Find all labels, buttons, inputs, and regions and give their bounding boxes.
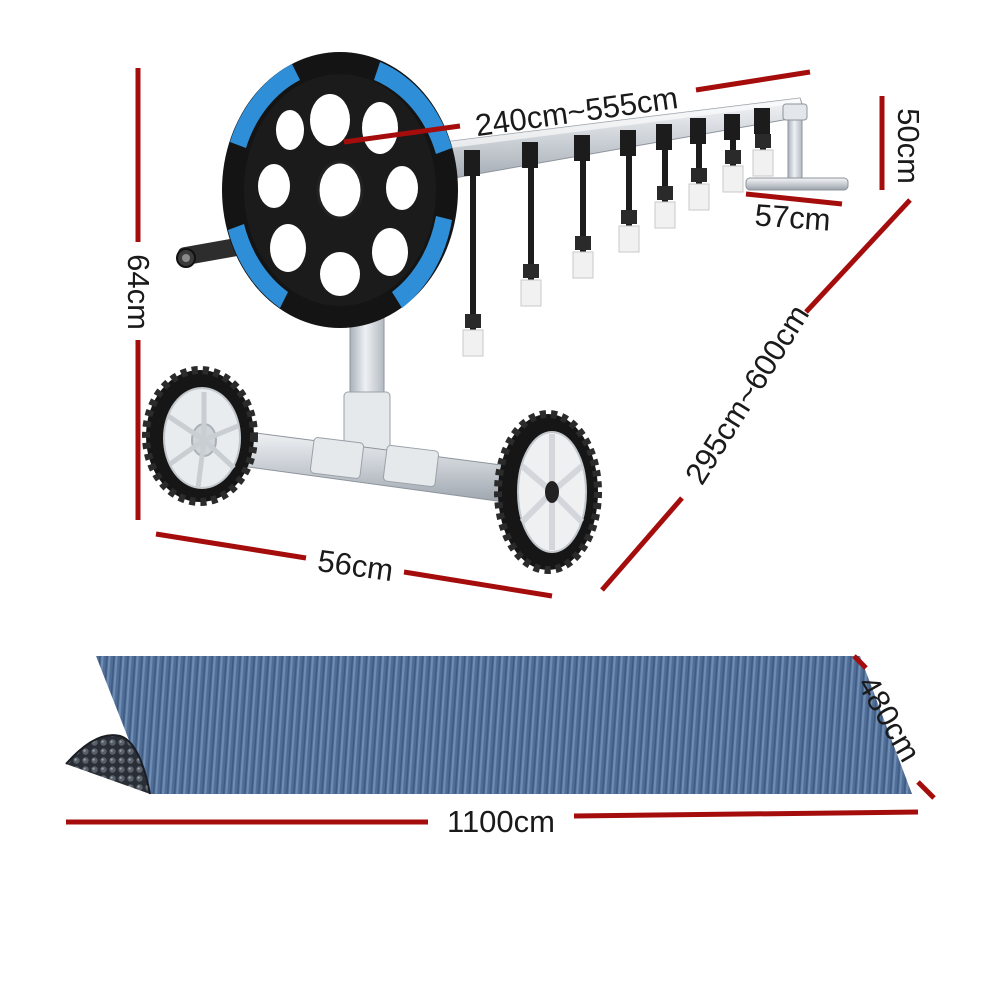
end-stand-width-label: 57cm bbox=[754, 197, 832, 237]
strap-buckle-icon bbox=[618, 130, 640, 253]
strap-set bbox=[462, 108, 774, 357]
strap-buckle-icon bbox=[688, 118, 710, 211]
base-width-line-right bbox=[403, 569, 553, 599]
reel-assembly bbox=[142, 52, 849, 574]
cover-length-label: 1100cm bbox=[447, 804, 555, 839]
left-wheel bbox=[142, 366, 258, 506]
base-width-label: 56cm bbox=[315, 543, 395, 588]
cover-width-line-upper bbox=[852, 654, 868, 670]
end-stand-width-line bbox=[745, 191, 843, 207]
tube-length-line-left bbox=[343, 123, 461, 145]
cover-width-line-lower bbox=[916, 780, 936, 800]
base-width-line-left bbox=[155, 531, 307, 561]
bubble-cover-icon bbox=[65, 656, 912, 795]
diagonal-length-line-upper bbox=[804, 198, 912, 314]
end-stand bbox=[745, 103, 849, 191]
end-stand-height-label: 50cm bbox=[891, 108, 926, 184]
strap-buckle-icon bbox=[722, 114, 744, 193]
strap-buckle-icon bbox=[462, 150, 484, 357]
diagonal-length-label: 295cm~600cm bbox=[678, 299, 816, 491]
strap-buckle-icon bbox=[572, 135, 594, 279]
reel-height-label: 64cm bbox=[121, 254, 156, 330]
base-axle bbox=[211, 427, 541, 507]
strap-buckle-icon bbox=[752, 108, 774, 177]
tube-length-line-right bbox=[695, 69, 811, 93]
cover-length-line-right bbox=[573, 809, 919, 819]
right-wheel bbox=[494, 410, 602, 574]
strap-buckle-icon bbox=[520, 142, 542, 307]
dimension-lines bbox=[66, 68, 936, 825]
strap-buckle-icon bbox=[654, 124, 676, 229]
diagonal-length-line-lower bbox=[600, 496, 684, 592]
reel-handwheel-icon bbox=[222, 52, 458, 328]
